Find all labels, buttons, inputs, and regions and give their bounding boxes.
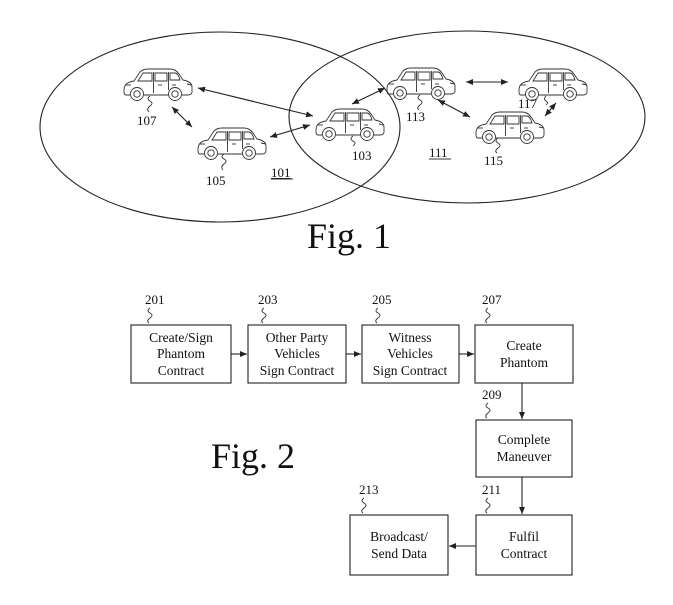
step-201-ref: 201 bbox=[145, 292, 165, 307]
step-211-line-1: Fulfil bbox=[509, 529, 539, 544]
vehicle-103-label: 103 bbox=[352, 148, 372, 163]
zone-111-label: 111 bbox=[429, 145, 448, 160]
step-211-ref: 211 bbox=[482, 482, 501, 497]
step-209-line-2: Maneuver bbox=[497, 449, 552, 464]
step-201-line-1: Create/Sign bbox=[149, 330, 213, 345]
step-201-line-3: Contract bbox=[158, 363, 205, 378]
step-209-line-1: Complete bbox=[498, 432, 551, 447]
leader-115 bbox=[495, 137, 501, 154]
leader-113 bbox=[417, 94, 423, 111]
step-213-line-1: Broadcast/ bbox=[370, 529, 428, 544]
leader-213 bbox=[361, 497, 367, 514]
step-203-line-3: Sign Contract bbox=[260, 363, 335, 378]
vehicle-113-icon bbox=[386, 67, 456, 100]
step-205-ref: 205 bbox=[372, 292, 392, 307]
vehicle-103-icon bbox=[315, 108, 385, 141]
vehicle-107-icon bbox=[123, 68, 193, 101]
leader-105 bbox=[221, 153, 227, 171]
step-205-line-2: Vehicles bbox=[387, 346, 433, 361]
leader-117 bbox=[544, 95, 548, 106]
step-213-box bbox=[349, 514, 449, 576]
vehicle-105-label: 105 bbox=[206, 173, 226, 188]
figure-2-caption: Fig. 2 bbox=[211, 436, 295, 476]
leader-205 bbox=[375, 307, 381, 324]
figure-2: 201 203 205 207 209 211 213 Create/Sign … bbox=[130, 292, 574, 576]
link-113-115 bbox=[437, 99, 471, 118]
step-207-line-1: Create bbox=[506, 338, 541, 353]
step-203-ref: 203 bbox=[258, 292, 278, 307]
step-207-box bbox=[474, 324, 574, 384]
leader-201 bbox=[147, 307, 153, 324]
step-203-line-1: Other Party bbox=[266, 330, 329, 345]
link-115-117 bbox=[544, 102, 557, 117]
leader-103 bbox=[350, 135, 356, 147]
zone-101-label: 101 bbox=[271, 165, 291, 180]
link-105-103 bbox=[269, 124, 311, 138]
step-203-line-2: Vehicles bbox=[274, 346, 320, 361]
figure-1: 107 105 103 113 115 117 101 111 Fig. 1 bbox=[39, 30, 646, 256]
vehicle-105-icon bbox=[197, 127, 267, 160]
step-213-ref: 213 bbox=[359, 482, 379, 497]
zone-101-boundary bbox=[39, 31, 401, 223]
step-209-box bbox=[475, 419, 573, 478]
link-103-113 bbox=[351, 87, 386, 105]
link-107-105 bbox=[171, 106, 193, 128]
vehicle-115-icon bbox=[475, 111, 545, 144]
leader-203 bbox=[261, 307, 267, 324]
leader-107 bbox=[147, 95, 153, 113]
step-213-line-2: Send Data bbox=[371, 546, 427, 561]
step-205-line-3: Sign Contract bbox=[373, 363, 448, 378]
step-207-ref: 207 bbox=[482, 292, 502, 307]
leader-211 bbox=[485, 497, 491, 514]
leader-209 bbox=[485, 402, 491, 419]
step-207-line-2: Phantom bbox=[500, 355, 549, 370]
vehicle-107-label: 107 bbox=[137, 113, 157, 128]
vehicle-117-label: 117 bbox=[518, 96, 538, 111]
step-201-line-2: Phantom bbox=[157, 346, 206, 361]
link-107-103 bbox=[197, 86, 314, 118]
vehicle-113-label: 113 bbox=[406, 109, 425, 124]
vehicle-115-label: 115 bbox=[484, 153, 503, 168]
leader-207 bbox=[485, 307, 491, 324]
figure-1-caption: Fig. 1 bbox=[307, 216, 391, 256]
step-205-line-1: Witness bbox=[389, 330, 432, 345]
step-209-ref: 209 bbox=[482, 387, 502, 402]
step-211-line-2: Contract bbox=[501, 546, 548, 561]
step-211-box bbox=[475, 514, 573, 576]
